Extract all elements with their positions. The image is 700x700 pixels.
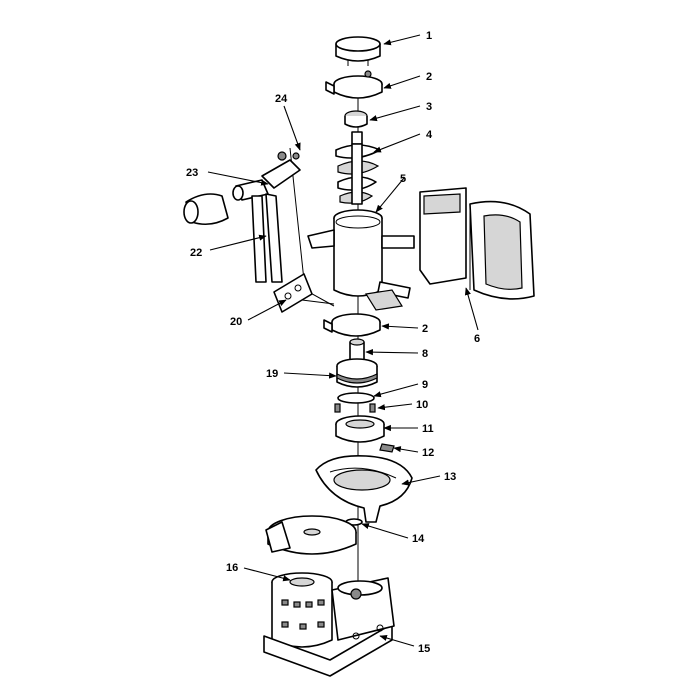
callout-19: 19 <box>266 368 278 380</box>
part-5-cylinder <box>307 209 415 311</box>
part-16-motor <box>271 572 333 648</box>
sleeve-part <box>183 193 229 226</box>
callout-24: 24 <box>275 93 288 105</box>
part-15-gearbox-base <box>263 577 395 677</box>
part-13-drip-tray <box>315 454 413 523</box>
callout-4: 4 <box>426 129 433 141</box>
part-10-screws <box>334 403 376 413</box>
callout-14: 14 <box>412 533 425 545</box>
part-2-clamp-ring-top <box>325 70 383 99</box>
callout-23: 23 <box>186 167 198 179</box>
callout-2-top: 2 <box>426 71 432 83</box>
callout-12: 12 <box>422 447 434 459</box>
part-3-fitting <box>344 110 368 128</box>
motor-cover-disc <box>265 515 357 555</box>
callout-8: 8 <box>422 348 428 360</box>
part-11-mounting-ring <box>335 415 385 443</box>
part-8-coupling <box>349 338 365 361</box>
callout-3: 3 <box>426 101 432 113</box>
callout-5: 5 <box>400 173 406 185</box>
callout-1: 1 <box>426 30 432 42</box>
callout-13: 13 <box>444 471 456 483</box>
callout-15: 15 <box>418 643 430 655</box>
part-2-clamp-ring-lower <box>323 313 381 337</box>
callout-11: 11 <box>422 423 434 435</box>
part-12-pin <box>379 443 395 453</box>
callout-22: 22 <box>190 247 202 259</box>
callout-9: 9 <box>422 379 428 391</box>
callout-2-lower: 2 <box>422 323 428 335</box>
part-6-jacket <box>419 187 535 300</box>
callout-16: 16 <box>226 562 238 574</box>
part-1-cap <box>335 36 381 66</box>
callout-20: 20 <box>230 316 242 328</box>
callout-10: 10 <box>416 399 428 411</box>
part-9-o-ring <box>337 392 375 404</box>
part-19-housing <box>336 358 378 388</box>
part-23-connector <box>232 151 301 201</box>
part-4-auger <box>335 131 381 205</box>
callout-6: 6 <box>474 333 480 345</box>
